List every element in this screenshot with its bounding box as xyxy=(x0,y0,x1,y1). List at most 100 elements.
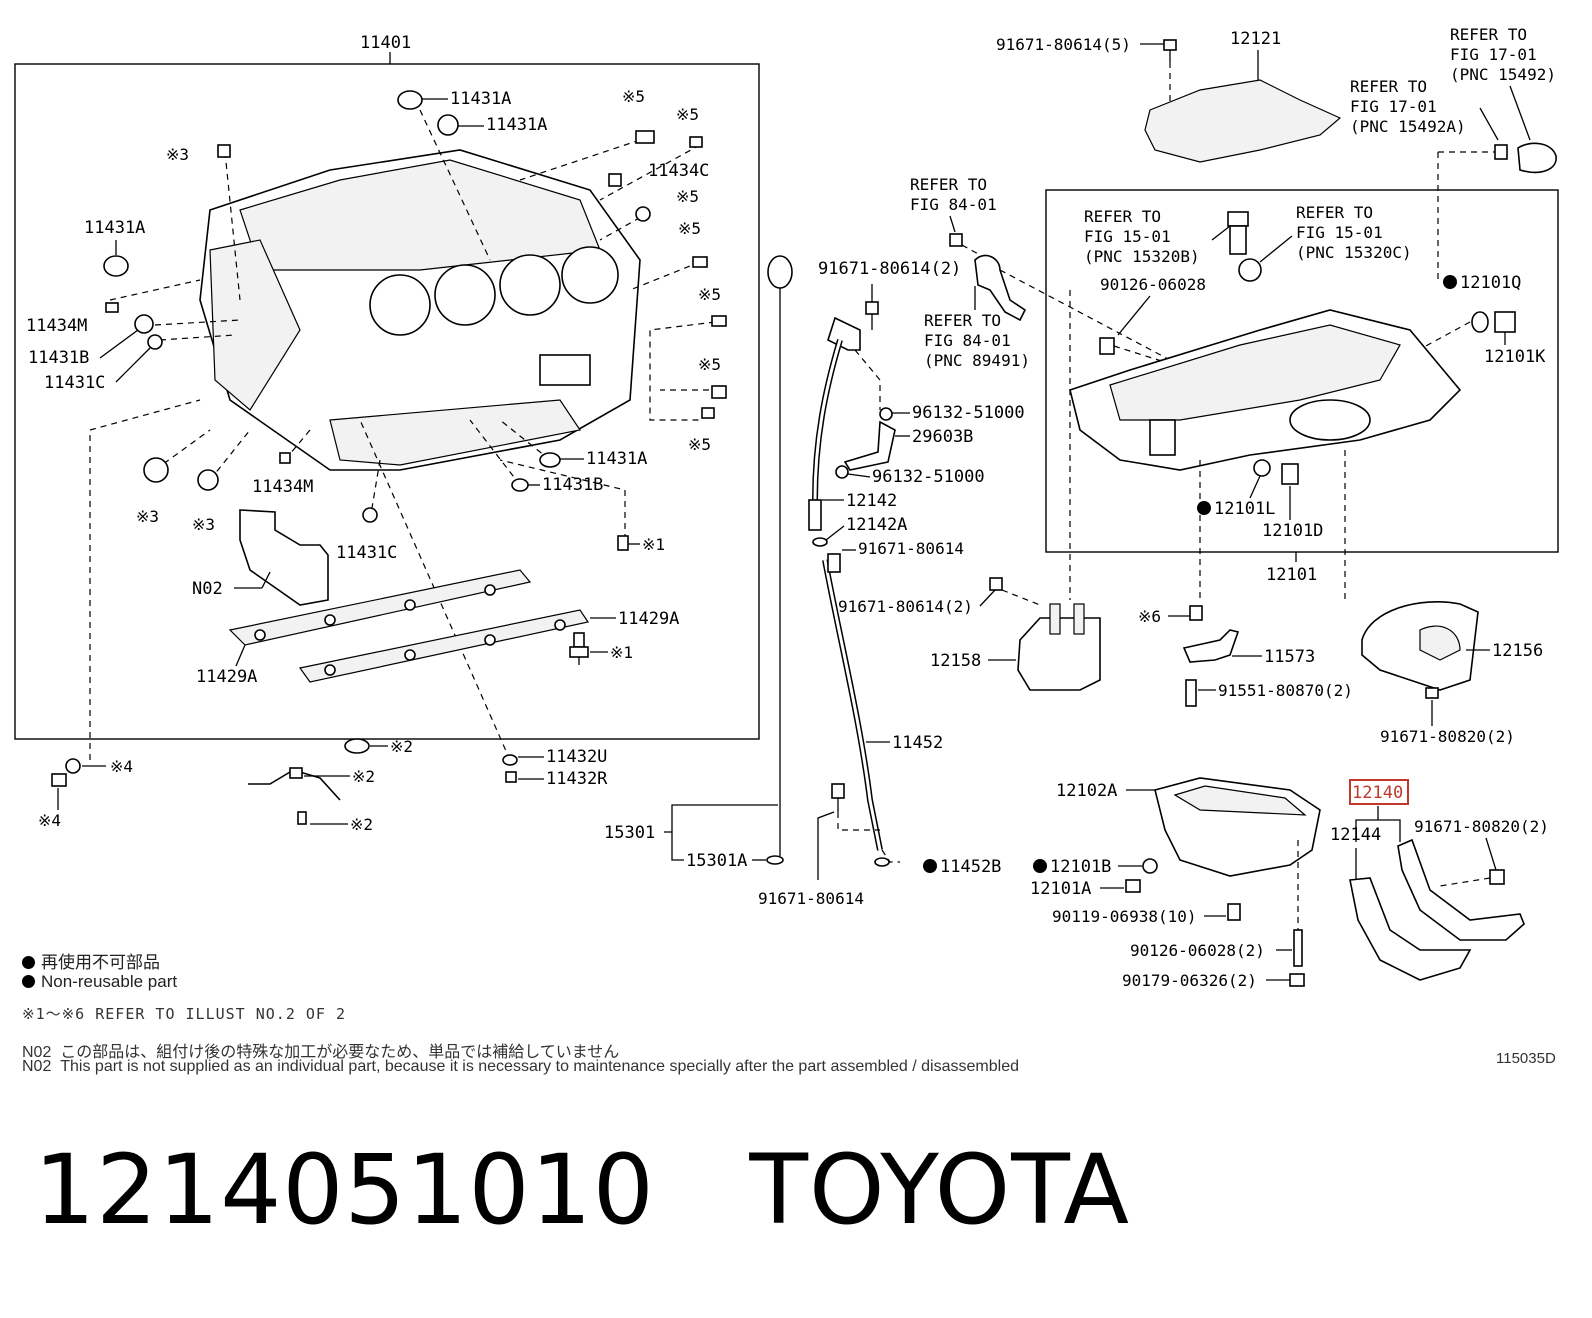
cylinder-block-drawing xyxy=(199,149,641,471)
refer-note: ※1～※6 REFER TO ILLUST NO.2 OF 2 xyxy=(22,1005,346,1023)
ref-mark: ※5 xyxy=(676,187,699,206)
label-11431A[interactable]: 11431A xyxy=(586,449,647,469)
label-91671-80614[interactable]: 91671-80614 xyxy=(758,889,864,908)
label-12144[interactable]: 12144 xyxy=(1330,825,1381,845)
plug-11431A-2 xyxy=(437,114,459,136)
brand-name: TOYOTA xyxy=(749,1134,1131,1246)
refer-to-fig[interactable]: FIG 84-01 xyxy=(924,331,1011,350)
cover-12156 xyxy=(1361,601,1479,691)
ref-mark: ※3 xyxy=(166,145,189,164)
label-11432R[interactable]: 11432R xyxy=(546,769,608,789)
refer-to-fig[interactable]: FIG 84-01 xyxy=(910,195,997,214)
refer-to[interactable]: REFER TO xyxy=(1296,203,1373,222)
label-91671-80614-5[interactable]: 91671-80614(5) xyxy=(996,35,1131,54)
refer-to[interactable]: REFER TO xyxy=(1084,207,1161,226)
refer-to[interactable]: REFER TO xyxy=(924,311,1001,330)
refer-to-fig[interactable]: FIG 17-01 xyxy=(1450,45,1537,64)
pin-ref5 xyxy=(635,130,655,144)
ref-mark: ※2 xyxy=(390,737,413,756)
label-11573[interactable]: 11573 xyxy=(1264,647,1315,667)
label-11431A[interactable]: 11431A xyxy=(84,218,145,238)
refer-to-fig[interactable]: FIG 15-01 xyxy=(1084,227,1171,246)
label-12142A[interactable]: 12142A xyxy=(846,515,907,535)
label-91671-80614-2[interactable]: 91671-80614(2) xyxy=(838,597,973,616)
plug-11431A-top xyxy=(397,90,423,110)
label-90179-06326-2[interactable]: 90179-06326(2) xyxy=(1122,971,1257,990)
label-12101[interactable]: 12101 xyxy=(1266,565,1317,585)
refer-to-fig[interactable]: FIG 17-01 xyxy=(1350,97,1437,116)
label-29603B[interactable]: 29603B xyxy=(912,427,973,447)
label-11429A[interactable]: 11429A xyxy=(618,609,679,629)
non-reusable-dot-icon xyxy=(22,956,35,969)
label-11431A[interactable]: 11431A xyxy=(450,89,511,109)
label-11401[interactable]: 11401 xyxy=(360,33,411,53)
label-12101K[interactable]: 12101K xyxy=(1484,347,1546,367)
label-90126-06028[interactable]: 90126-06028 xyxy=(1100,275,1206,294)
label-91671-80614[interactable]: 91671-80614 xyxy=(858,539,964,558)
label-11431A[interactable]: 11431A xyxy=(486,115,547,135)
label-96132-51000[interactable]: 96132-51000 xyxy=(912,403,1025,423)
ref-mark: ※3 xyxy=(192,515,215,534)
refer-to-pnc[interactable]: (PNC 89491) xyxy=(924,351,1030,370)
refer-to[interactable]: REFER TO xyxy=(1450,25,1527,44)
note-code: N02 xyxy=(22,1058,52,1075)
oil-pan-baffle-12140 xyxy=(1349,838,1525,981)
label-12101Q[interactable]: 12101Q xyxy=(1460,273,1521,293)
label-91671-80614-2[interactable]: 91671-80614(2) xyxy=(818,259,961,279)
label-91551-80870-2[interactable]: 91551-80870(2) xyxy=(1218,681,1353,700)
label-12101A[interactable]: 12101A xyxy=(1030,879,1091,899)
label-11434M[interactable]: 11434M xyxy=(26,316,87,336)
ref-mark: ※5 xyxy=(698,285,721,304)
oil-pan-upper-12101 xyxy=(1069,309,1462,471)
label-12101D[interactable]: 12101D xyxy=(1262,521,1323,541)
label-11452B[interactable]: 11452B xyxy=(940,857,1001,877)
legend-non-reusable-en: Non-reusable part xyxy=(22,972,177,992)
dipstick-guide-11452 xyxy=(808,316,883,851)
legend-text-en: Non-reusable part xyxy=(41,972,178,991)
label-11431B[interactable]: 11431B xyxy=(542,475,603,495)
label-12101B[interactable]: 12101B xyxy=(1050,857,1111,877)
refer-to[interactable]: REFER TO xyxy=(910,175,987,194)
ref-mark: ※1 xyxy=(610,643,633,662)
label-12156[interactable]: 12156 xyxy=(1492,641,1543,661)
ref-mark: ※3 xyxy=(136,507,159,526)
label-90119-06938-10[interactable]: 90119-06938(10) xyxy=(1052,907,1197,926)
label-15301[interactable]: 15301 xyxy=(604,823,655,843)
label-96132-51000[interactable]: 96132-51000 xyxy=(872,467,985,487)
label-11431B[interactable]: 11431B xyxy=(28,348,89,368)
refer-to-pnc[interactable]: (PNC 15492A) xyxy=(1350,117,1466,136)
label-12102A[interactable]: 12102A xyxy=(1056,781,1117,801)
label-91671-80820-2[interactable]: 91671-80820(2) xyxy=(1380,727,1515,746)
label-12121[interactable]: 12121 xyxy=(1230,29,1281,49)
label-11431C[interactable]: 11431C xyxy=(44,373,105,393)
oil-pan-lower-12102A xyxy=(1154,777,1321,877)
ref-mark: ※5 xyxy=(676,105,699,124)
label-91671-80820-2[interactable]: 91671-80820(2) xyxy=(1414,817,1549,836)
refer-to[interactable]: REFER TO xyxy=(1350,77,1427,96)
bracket-11573 xyxy=(1182,629,1240,663)
label-12140[interactable]: 12140 xyxy=(1352,783,1403,803)
ref-mark: ※5 xyxy=(688,435,711,454)
label-15301A[interactable]: 15301A xyxy=(686,851,747,871)
label-11429A[interactable]: 11429A xyxy=(196,667,257,687)
label-11452[interactable]: 11452 xyxy=(892,733,943,753)
refer-to-fig[interactable]: FIG 15-01 xyxy=(1296,223,1383,242)
label-11432U[interactable]: 11432U xyxy=(546,747,607,767)
label-12142[interactable]: 12142 xyxy=(846,491,897,511)
label-11434M[interactable]: 11434M xyxy=(252,477,313,497)
label-11431C[interactable]: 11431C xyxy=(336,543,397,563)
label-12158[interactable]: 12158 xyxy=(930,651,981,671)
label-90126-06028-2[interactable]: 90126-06028(2) xyxy=(1130,941,1265,960)
refer-to-pnc[interactable]: (PNC 15492) xyxy=(1450,65,1556,84)
label-12101L[interactable]: 12101L xyxy=(1214,499,1275,519)
parts-diagram: 11401 xyxy=(14,25,1559,990)
highlight-box-12140 xyxy=(1349,779,1409,805)
ref-mark: ※5 xyxy=(698,355,721,374)
refer-to-pnc[interactable]: (PNC 15320B) xyxy=(1084,247,1200,266)
label-N02[interactable]: N02 xyxy=(192,579,223,599)
note-n02-jp: N02 この部品は、組付け後の特殊な加工が必要なため、単品では補給していません xyxy=(22,1038,619,1062)
ref-mark: ※5 xyxy=(622,87,645,106)
refer-to-pnc[interactable]: (PNC 15320C) xyxy=(1296,243,1412,262)
label-11434C[interactable]: 11434C xyxy=(648,161,709,181)
legend-text-jp: 再使用不可部品 xyxy=(41,953,160,972)
